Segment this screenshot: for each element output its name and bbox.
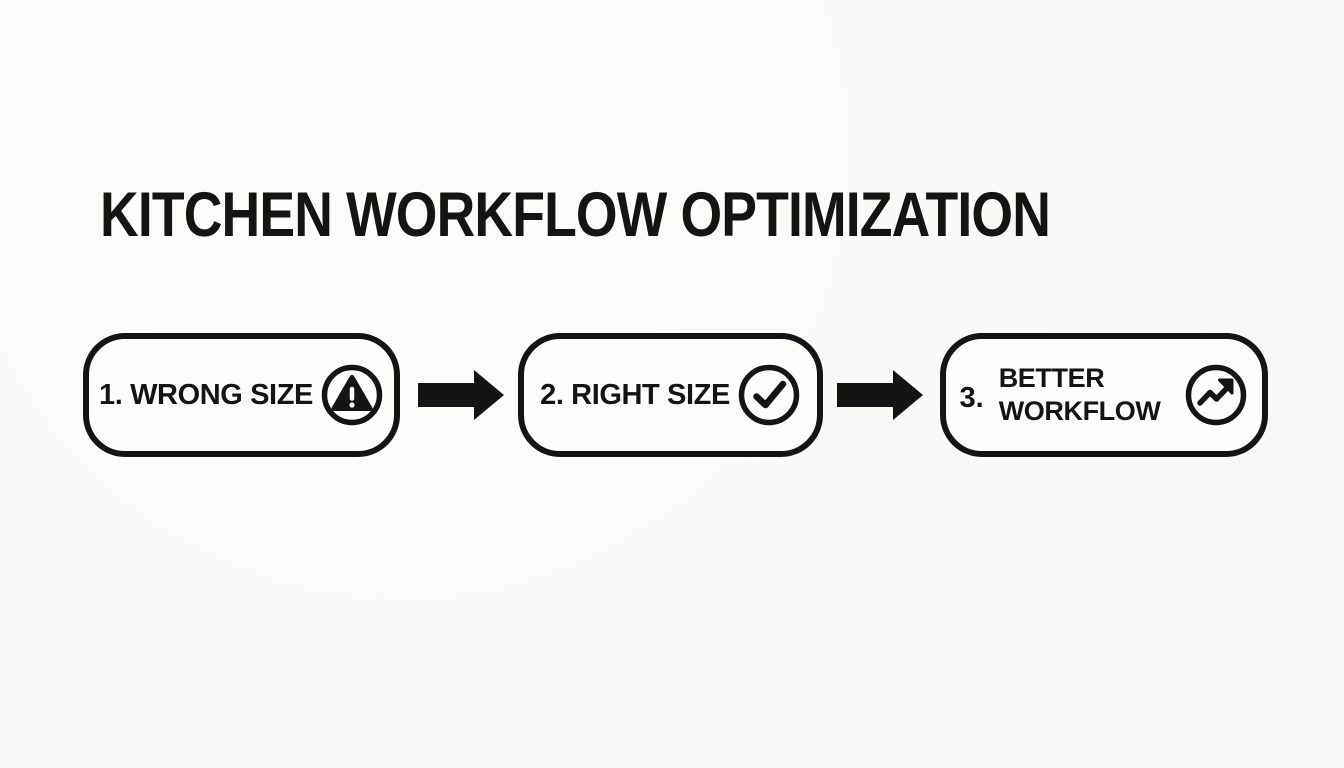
- warning-icon: [321, 364, 383, 426]
- step-1-label: 1. WRONG SIZE: [99, 379, 313, 412]
- step-1-text: WRONG SIZE: [130, 378, 313, 411]
- flow-arrow-2: [837, 370, 923, 420]
- step-box-right-size: 2. RIGHT SIZE: [518, 333, 823, 457]
- step-3-text-line2: WORKFLOW: [998, 396, 1161, 426]
- step-box-better-workflow: 3. BETTER WORKFLOW: [940, 333, 1268, 457]
- step-box-wrong-size: 1. WRONG SIZE: [83, 333, 400, 457]
- check-circle-icon: [738, 364, 800, 426]
- step-2-text: RIGHT SIZE: [571, 378, 730, 411]
- step-3-label: BETTER WORKFLOW: [999, 362, 1161, 428]
- step-3-number: 3.: [959, 381, 984, 414]
- step-3-text-line1: BETTER: [998, 363, 1105, 393]
- step-2-label: 2. RIGHT SIZE: [540, 379, 730, 412]
- flow-arrow-1: [418, 370, 504, 420]
- step-2-number: 2.: [540, 378, 564, 411]
- trending-up-icon: [1186, 364, 1247, 426]
- step-1-number: 1.: [99, 378, 123, 411]
- diagram-title: KITCHEN WORKFLOW OPTIMIZATION: [100, 180, 1051, 250]
